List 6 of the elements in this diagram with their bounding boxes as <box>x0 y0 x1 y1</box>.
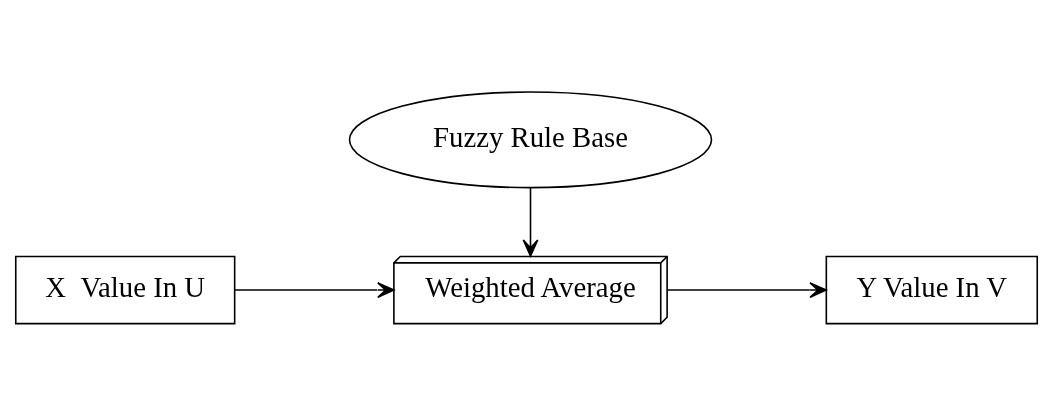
node-box: Y Value In V <box>825 255 1039 325</box>
arrow <box>234 282 395 299</box>
arrow <box>522 186 539 257</box>
node-ellipse: Fuzzy Rule Base <box>348 91 713 189</box>
node-box: X Value In U <box>14 255 236 325</box>
arrow <box>666 282 827 299</box>
